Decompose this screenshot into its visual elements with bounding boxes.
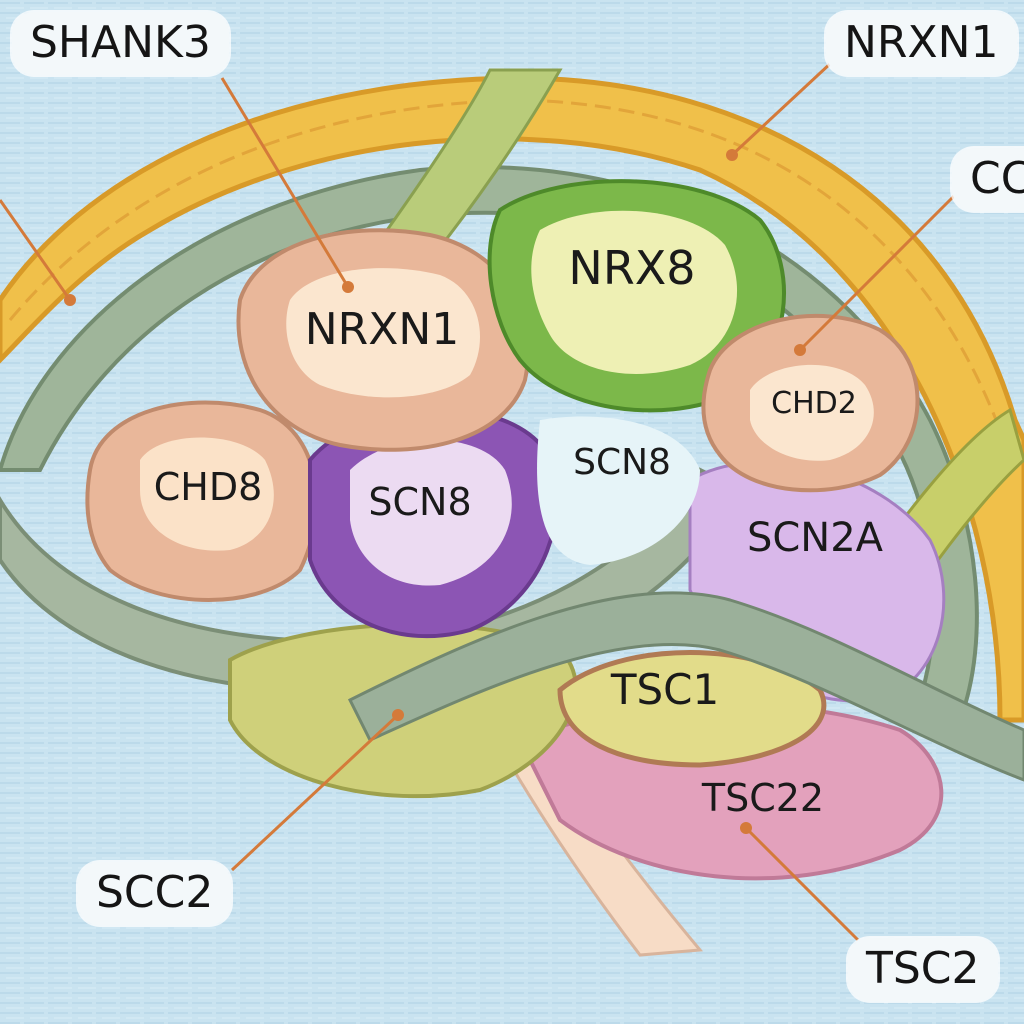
label-chd2: CHD2: [771, 386, 857, 421]
tsc1-region: [557, 650, 827, 768]
dot-nrxn1-top: [726, 149, 738, 161]
dot-tsc2: [740, 822, 752, 834]
callout-shank3: SHANK3: [12, 12, 229, 75]
nrxn1-core: [286, 268, 480, 398]
chd2-core: [750, 364, 874, 461]
leader-left-edge: [0, 199, 72, 301]
upper-green-fiber: [377, 68, 563, 262]
outer-yellow-band: [0, 75, 1024, 723]
leader-tsc2: [744, 826, 860, 942]
callout-scc2: SCC2: [78, 862, 232, 925]
callout-partial-right: CC: [952, 148, 1024, 211]
chd8-core: [140, 437, 274, 551]
callout-nrxn1-top: NRXN1: [826, 12, 1017, 75]
leader-lines: [0, 60, 962, 942]
nrx8-core: [531, 210, 738, 374]
callout-tsc2: TSC2: [848, 938, 998, 1001]
outer-band-stripes: [8, 98, 1002, 431]
leader-nrxn1-top: [730, 60, 834, 157]
label-nrx8: NRX8: [568, 241, 696, 295]
label-scn2a: SCN2A: [746, 515, 884, 561]
label-scn8-center: SCN8: [573, 442, 671, 483]
leader-scc2: [230, 713, 400, 872]
leader-shank3: [220, 77, 350, 288]
dot-scc2: [392, 709, 404, 721]
scn8-purple-core: [350, 440, 512, 586]
label-tsc1: TSC1: [610, 665, 720, 714]
leader-partial-right: [798, 188, 962, 352]
dot-left-edge: [64, 294, 76, 306]
label-chd8: CHD8: [153, 465, 263, 509]
crossing-tract: [347, 591, 1024, 782]
scn8-center-area: [537, 416, 700, 565]
leader-dots: [64, 149, 806, 834]
dot-shank3: [342, 281, 354, 293]
label-nrxn1: NRXN1: [304, 304, 460, 355]
label-scn8-purple: SCN8: [368, 480, 472, 524]
dot-partial-right: [794, 344, 806, 356]
label-tsc22: TSC22: [701, 776, 825, 820]
